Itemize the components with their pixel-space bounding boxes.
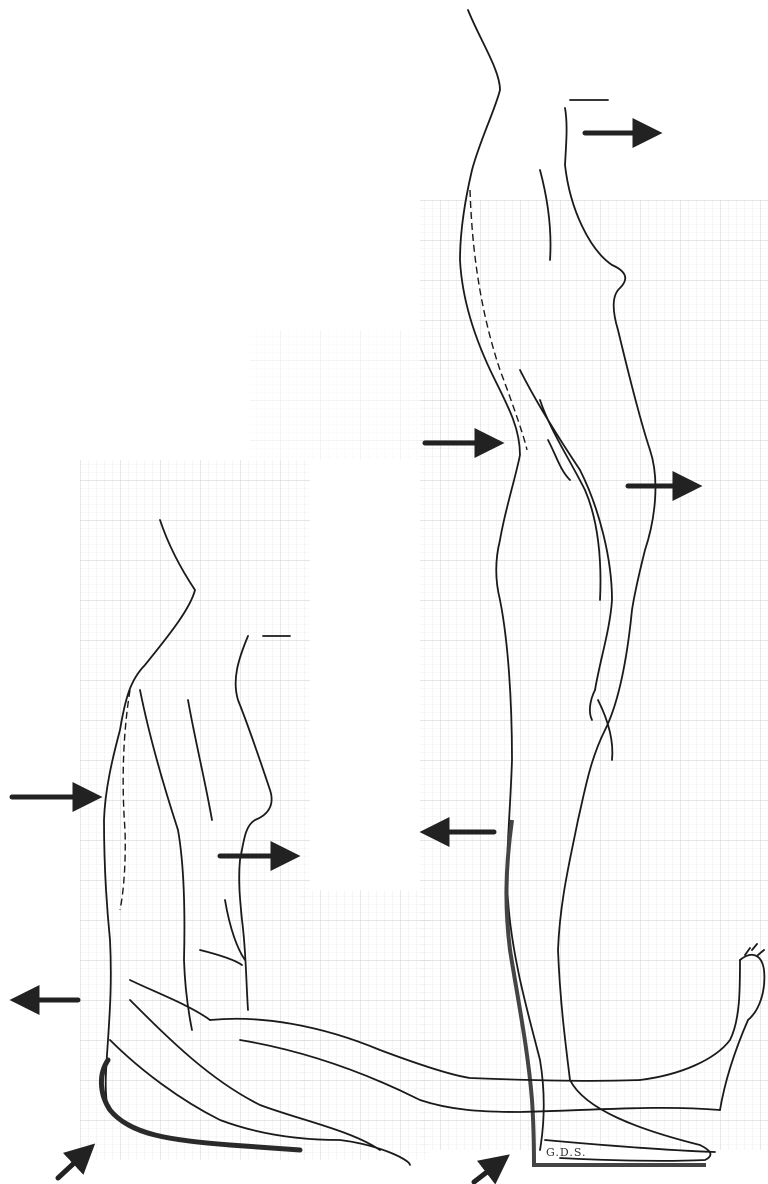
- arrow-sitting-buttock-up: [58, 1152, 86, 1178]
- artist-signature: G.D.S.: [546, 1146, 586, 1159]
- grid-background: [80, 200, 768, 1160]
- arrow-standing-heel-up: [474, 1162, 500, 1182]
